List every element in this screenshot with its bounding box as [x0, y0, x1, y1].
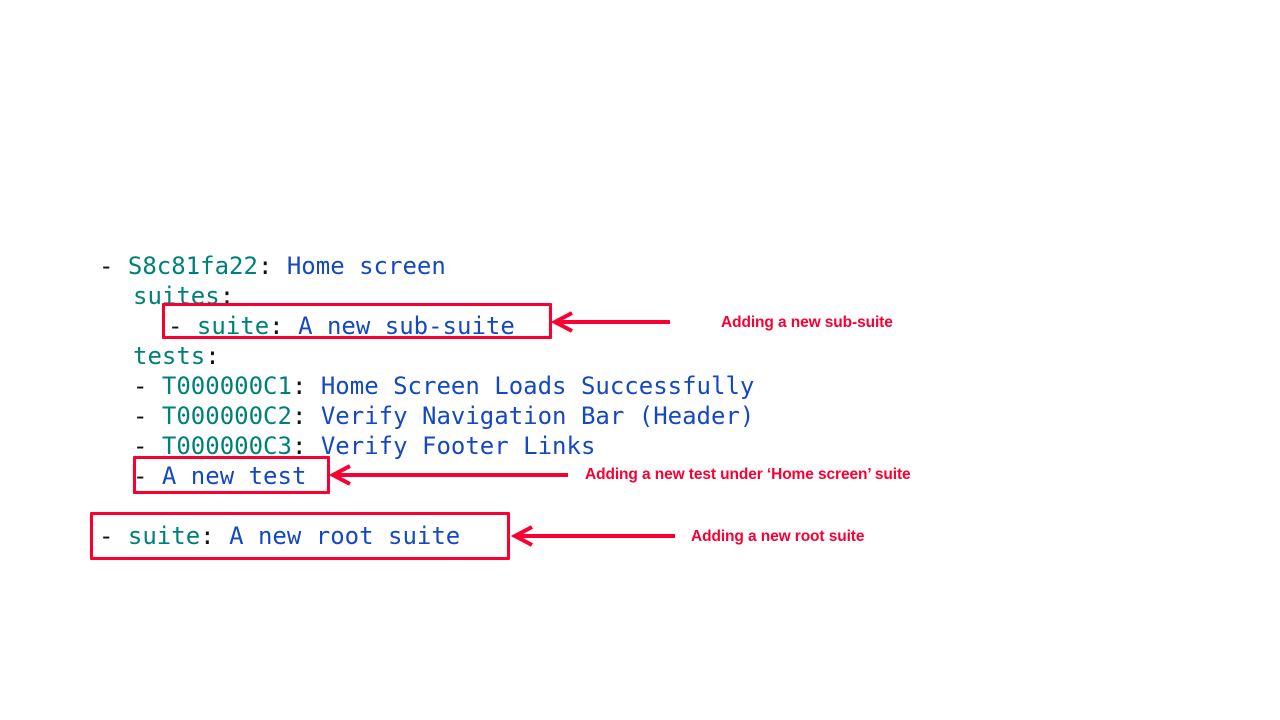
bullet-dash: -	[133, 462, 148, 490]
bullet-dash: -	[168, 312, 183, 340]
bullet-dash: -	[99, 252, 114, 280]
annotation-label-new-test: Adding a new test under ‘Home screen’ su…	[585, 466, 911, 483]
spacer	[147, 372, 161, 400]
highlight-box-root-suite	[90, 512, 510, 560]
sub-suite-value: A new sub-suite	[298, 312, 515, 340]
root-suite-key: suite	[127, 522, 201, 550]
test-case-id: T000000C2	[161, 402, 292, 430]
arrow-left-icon-sub-suite	[550, 311, 672, 333]
root-node-id: S8c81fa22	[127, 252, 258, 280]
arrow-left-icon-root-suite	[510, 525, 677, 547]
test-case-title: Verify Navigation Bar (Header)	[320, 402, 755, 430]
test-case-id: T000000C3	[161, 432, 292, 460]
colon: :	[269, 312, 284, 340]
colon: :	[205, 342, 220, 370]
arrow-left-icon-new-test	[328, 464, 570, 486]
tree-line-test-case[interactable]: - T000000C1: Home Screen Loads Successfu…	[133, 371, 754, 401]
spacer	[306, 402, 320, 430]
tree-line-test-case[interactable]: - T000000C3: Verify Footer Links	[133, 431, 595, 461]
tree-line-new-test[interactable]: - A new test	[133, 461, 306, 491]
colon: :	[200, 522, 215, 550]
colon: :	[291, 372, 307, 400]
colon: :	[257, 252, 273, 280]
bullet-dash: -	[133, 372, 148, 400]
new-test-title: A new test	[161, 462, 307, 490]
tree-line-test-case[interactable]: - T000000C2: Verify Navigation Bar (Head…	[133, 401, 754, 431]
tree-line-new-sub-suite[interactable]: - suite: A new sub-suite	[168, 311, 515, 341]
spacer	[147, 402, 161, 430]
tree-line-new-root-suite[interactable]: - suite: A new root suite	[99, 521, 460, 551]
tree-line-root-node: - S8c81fa22: Home screen	[99, 251, 446, 281]
highlight-box-sub-suite	[162, 303, 552, 339]
test-case-title: Verify Footer Links	[320, 432, 596, 460]
colon: :	[291, 402, 307, 430]
root-suite-value: A new root suite	[229, 522, 461, 550]
tests-key: tests	[133, 342, 206, 370]
tree-line-tests-key: tests:	[133, 341, 220, 371]
colon: :	[291, 432, 307, 460]
bullet-dash: -	[133, 402, 148, 430]
spacer	[272, 252, 286, 280]
annotation-label-root-suite: Adding a new root suite	[691, 528, 865, 545]
highlight-box-new-test	[133, 456, 330, 494]
root-node-title: Home screen	[286, 252, 446, 280]
spacer	[113, 252, 127, 280]
test-case-id: T000000C1	[161, 372, 292, 400]
test-case-title: Home Screen Loads Successfully	[320, 372, 755, 400]
bullet-dash: -	[133, 432, 148, 460]
annotation-label-sub-suite: Adding a new sub-suite	[721, 314, 893, 331]
sub-suite-key: suite	[196, 312, 270, 340]
spacer	[306, 372, 320, 400]
bullet-dash: -	[99, 522, 114, 550]
